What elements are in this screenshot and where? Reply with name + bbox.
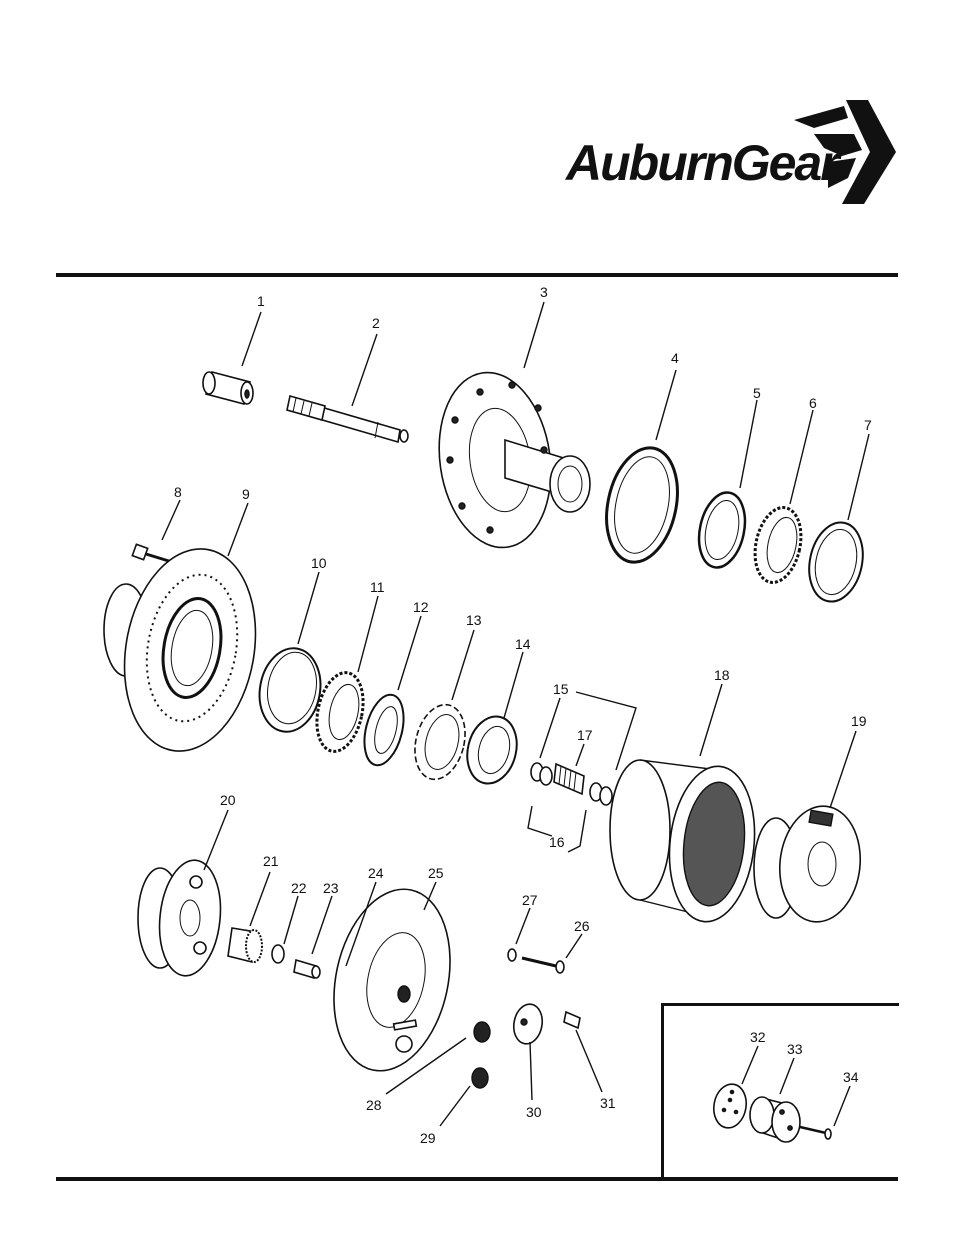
callout-19: 19 bbox=[851, 713, 867, 729]
callout-16: 16 bbox=[549, 834, 565, 850]
part-25-cover bbox=[333, 888, 451, 1072]
leader-lines bbox=[161, 301, 870, 1127]
part-9-hub bbox=[103, 548, 257, 752]
callout-3: 3 bbox=[540, 284, 548, 300]
part-27-washer bbox=[507, 948, 517, 962]
callout-1: 1 bbox=[257, 293, 265, 309]
callout-31: 31 bbox=[600, 1095, 616, 1111]
top-divider bbox=[56, 273, 898, 277]
callout-5: 5 bbox=[753, 385, 761, 401]
part-21-gear bbox=[227, 927, 263, 963]
callout-4: 4 bbox=[671, 350, 679, 366]
part-13-lock-washer bbox=[414, 703, 466, 781]
part-20-planet-carrier bbox=[137, 859, 222, 977]
part-28-plug bbox=[473, 1021, 491, 1043]
part-19-planet-carrier bbox=[753, 805, 862, 923]
part-5-ring bbox=[697, 491, 747, 569]
part-26-bolt bbox=[521, 956, 565, 974]
part-2-shaft bbox=[286, 394, 409, 444]
part-18-ring-gear bbox=[609, 759, 756, 923]
part-32-plate bbox=[712, 1083, 748, 1129]
callout-29: 29 bbox=[420, 1130, 436, 1146]
callout-12: 12 bbox=[413, 599, 429, 615]
part-15-16-17-spring-assembly bbox=[530, 762, 613, 806]
inset-box bbox=[661, 1003, 899, 1179]
callout-28: 28 bbox=[366, 1097, 382, 1113]
callout-10: 10 bbox=[311, 555, 327, 571]
part-33-body bbox=[749, 1096, 801, 1143]
callout-20: 20 bbox=[220, 792, 236, 808]
part-30-disc bbox=[512, 1003, 544, 1045]
callout-21: 21 bbox=[263, 853, 279, 869]
callout-15: 15 bbox=[553, 681, 569, 697]
part-8-bolt bbox=[131, 543, 173, 564]
part-12-washer bbox=[363, 693, 405, 767]
part-6-bearing-cone bbox=[753, 506, 803, 584]
auburn-gear-logo: AuburnGear bbox=[566, 98, 898, 208]
auburn-gear-chevron-logo-icon bbox=[794, 100, 896, 204]
callout-17: 17 bbox=[577, 727, 593, 743]
callout-26: 26 bbox=[574, 918, 590, 934]
callout-22: 22 bbox=[291, 880, 307, 896]
callout-27: 27 bbox=[522, 892, 538, 908]
part-29-plug bbox=[471, 1067, 489, 1089]
callout-23: 23 bbox=[323, 880, 339, 896]
callout-7: 7 bbox=[864, 417, 872, 433]
bottom-divider bbox=[56, 1177, 898, 1181]
callout-13: 13 bbox=[466, 612, 482, 628]
callout-24: 24 bbox=[368, 865, 384, 881]
callout-30: 30 bbox=[526, 1104, 542, 1120]
callout-32: 32 bbox=[750, 1029, 766, 1045]
callout-9: 9 bbox=[242, 486, 250, 502]
part-10-cup bbox=[258, 647, 322, 733]
part-34-screw bbox=[799, 1125, 832, 1140]
part-23-pin bbox=[293, 958, 321, 980]
logo-wordmark: AuburnGear bbox=[566, 135, 840, 191]
callout-25: 25 bbox=[428, 865, 444, 881]
callout-8: 8 bbox=[174, 484, 182, 500]
part-11-bearing-cone bbox=[315, 671, 365, 753]
part-4-seal bbox=[605, 446, 679, 564]
part-22-clip bbox=[271, 944, 285, 964]
part-7-bearing-cup bbox=[808, 521, 864, 603]
callout-11: 11 bbox=[370, 579, 385, 595]
callout-2: 2 bbox=[372, 315, 380, 331]
part-14-nut bbox=[466, 715, 518, 785]
part-3-spindle bbox=[438, 371, 591, 549]
part-31-screw bbox=[563, 1010, 581, 1030]
callout-33: 33 bbox=[787, 1041, 803, 1057]
callout-labels: 1 2 3 4 5 6 7 8 9 10 11 12 13 14 15 16 1… bbox=[174, 284, 872, 1146]
callout-34: 34 bbox=[843, 1069, 859, 1085]
part-1-sleeve bbox=[202, 371, 254, 405]
callout-18: 18 bbox=[714, 667, 730, 683]
callout-6: 6 bbox=[809, 395, 817, 411]
callout-14: 14 bbox=[515, 636, 531, 652]
